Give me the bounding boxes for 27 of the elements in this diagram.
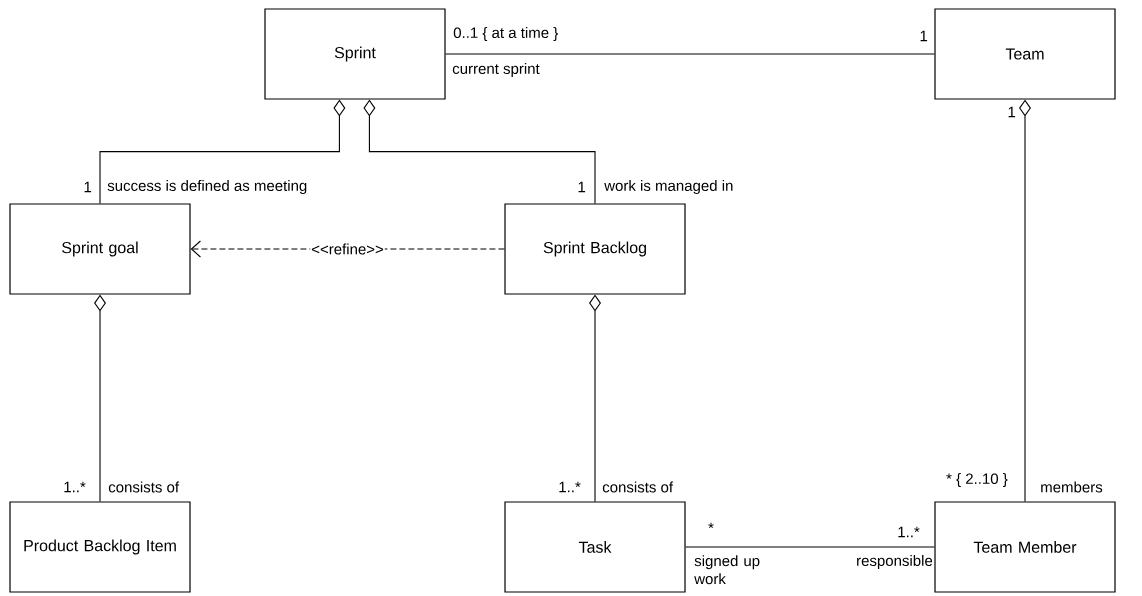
class-box: Task bbox=[504, 501, 686, 593]
association-end-label: consists of bbox=[108, 481, 180, 493]
class-box: Product Backlog Item bbox=[9, 501, 191, 593]
association-end-label: 0..1 { at a time } bbox=[453, 27, 558, 41]
association-end-label: 1 bbox=[1008, 106, 1016, 118]
association-end-label: * { 2..10 } bbox=[946, 473, 1008, 487]
association-end-label: 1 bbox=[920, 30, 928, 42]
association-end-label: 1 bbox=[84, 181, 92, 193]
association-end-label: 1..* bbox=[559, 481, 581, 493]
association-end-label: work is managed in bbox=[604, 180, 733, 194]
class-box: Team bbox=[934, 8, 1116, 100]
association-end-label: 1 bbox=[578, 181, 586, 193]
association-end-label: consists of bbox=[602, 481, 674, 493]
class-box: Sprint bbox=[264, 8, 446, 100]
class-box: Sprint goal bbox=[9, 203, 191, 295]
association-end-label: signed up work bbox=[694, 555, 760, 585]
association-end-label: current sprint bbox=[452, 63, 540, 77]
association-line bbox=[445, 53, 935, 55]
association-end-label: * bbox=[708, 522, 714, 529]
edge-label: <<refine>> bbox=[310, 242, 385, 256]
association-end-label: success is defined as meeting bbox=[107, 180, 307, 194]
association-end-label: 1..* bbox=[898, 526, 920, 538]
association-end-label: 1..* bbox=[64, 481, 86, 493]
class-box: Team Member bbox=[934, 501, 1116, 593]
class-box: Sprint Backlog bbox=[504, 203, 686, 295]
association-end-label: responsible bbox=[857, 555, 933, 569]
association-line bbox=[685, 546, 935, 548]
